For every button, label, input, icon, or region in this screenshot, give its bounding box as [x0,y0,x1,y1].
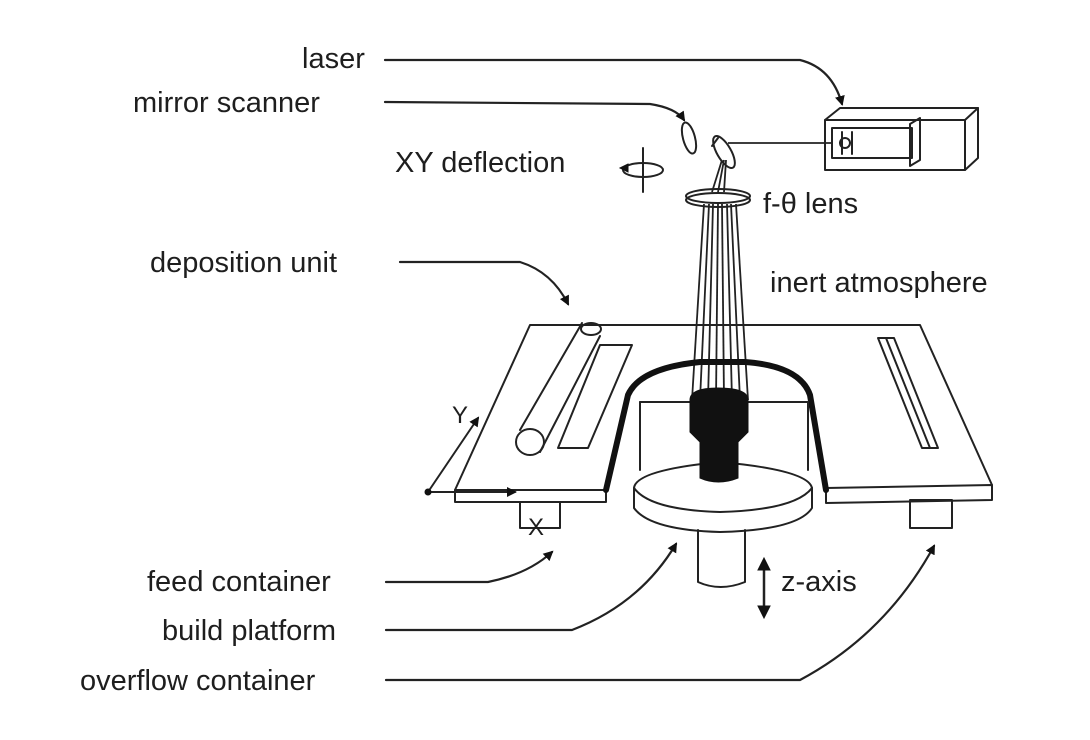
deposition-roller [515,322,633,456]
laser-beam-fan [691,203,749,401]
xy-deflection-rotation-icon [618,147,664,193]
deposition-unit-label: deposition unit [150,247,337,279]
built-part [689,387,749,483]
f-theta-lens-label: f-θ lens [763,188,858,220]
z-axis-label: z-axis [781,566,857,598]
build-platform-label: build platform [162,615,336,647]
feed-container-label: feed container [147,566,331,598]
laser-unit [824,107,979,171]
inert-atmosphere-label: inert atmosphere [770,267,988,299]
leader-lines [383,58,936,682]
machine-table [454,324,993,504]
build-well [603,359,829,588]
overflow-slot [877,337,939,449]
z-axis-arrow [757,556,771,620]
xy-deflection-label: XY deflection [395,147,565,179]
beam-mirror-to-lens [711,159,727,193]
mirror-scanner-label: mirror scanner [133,87,320,119]
mirror-scanner [680,121,736,169]
xy-axes [424,416,517,497]
y-axis-label: Y [452,402,468,429]
container-feet [519,499,953,529]
x-axis-label: X [528,514,544,541]
laser-label: laser [302,43,365,75]
overflow-container-label: overflow container [80,665,316,697]
